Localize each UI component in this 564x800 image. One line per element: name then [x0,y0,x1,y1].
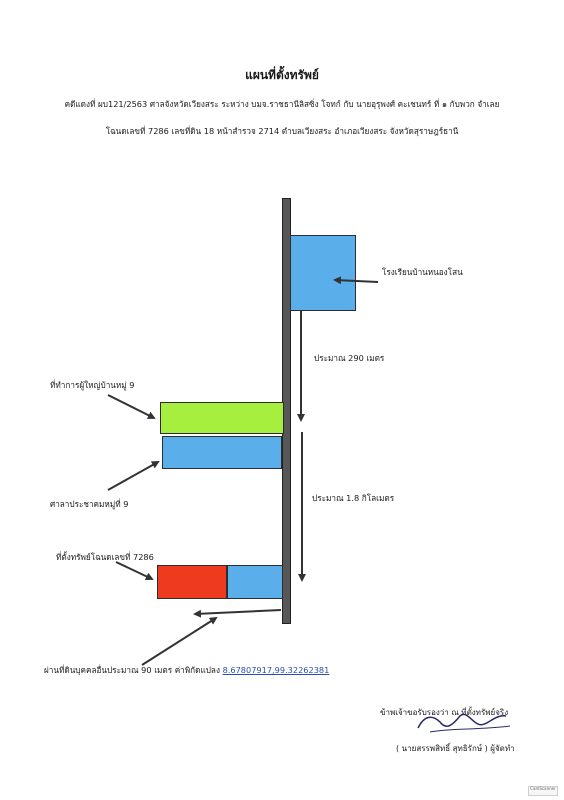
distance-290-label: ประมาณ 290 เมตร [314,353,385,363]
pavilion-label: ศาลาประชาคมหมู่ที่ 9 [50,499,129,509]
case-number-line: คดีแดงที่ ผบ121/2563 ศาลจังหวัดเวียงสระ … [64,99,500,109]
property-plot-box [157,565,227,599]
access-pointer-arrow [141,616,218,666]
certification-statement: ข้าพเจ้าขอรับรองว่า ณ ที่ตั้งทรัพย์จริง [380,708,509,717]
signer-name: ( นายสรรพสิทธิ์ สุทธิรักษ์ ) ผู้จัดทำ [396,744,515,753]
property-pointer-arrow [115,561,154,581]
scanner-watermark: CamScanner [528,786,558,796]
village-office-box [160,402,284,434]
property-label: ที่ตั้งทรัพย์โฉนดเลขที่ 7286 [56,552,154,562]
neighbor-plot-box [227,565,283,599]
pavilion-pointer-arrow [107,461,160,491]
page-title: แผนที่ตั้งทรัพย์ [245,68,319,82]
deed-number-line: โฉนดเลขที่ 7286 เลขที่ดิน 18 หน้าสำรวจ 2… [105,126,459,136]
coordinates-link[interactable]: 8.67807917,99.32262381 [222,665,330,675]
distance-1-8-label: ประมาณ 1.8 กิโลเมตร [312,493,395,503]
signature-scribble [417,713,511,733]
school-pointer-arrow [333,276,379,285]
access-note: ผ่านที่ดินบุคคลอื่นประมาณ 90 เมตร ค่าพิก… [44,664,329,677]
access-direction-arrow [193,609,282,618]
village-office-label: ที่ทำการผู้ใหญ่บ้านหมู่ 9 [50,380,135,390]
pavilion-box [162,436,282,469]
school-box [290,235,356,311]
village-office-pointer-arrow [107,394,156,419]
scanner-badge-text: CamScanner [530,786,556,791]
school-label: โรงเรียนบ้านหนองโสน [382,267,463,277]
access-label: ผ่านที่ดินบุคคลอื่นประมาณ 90 เมตร ค่าพิก… [44,665,220,675]
